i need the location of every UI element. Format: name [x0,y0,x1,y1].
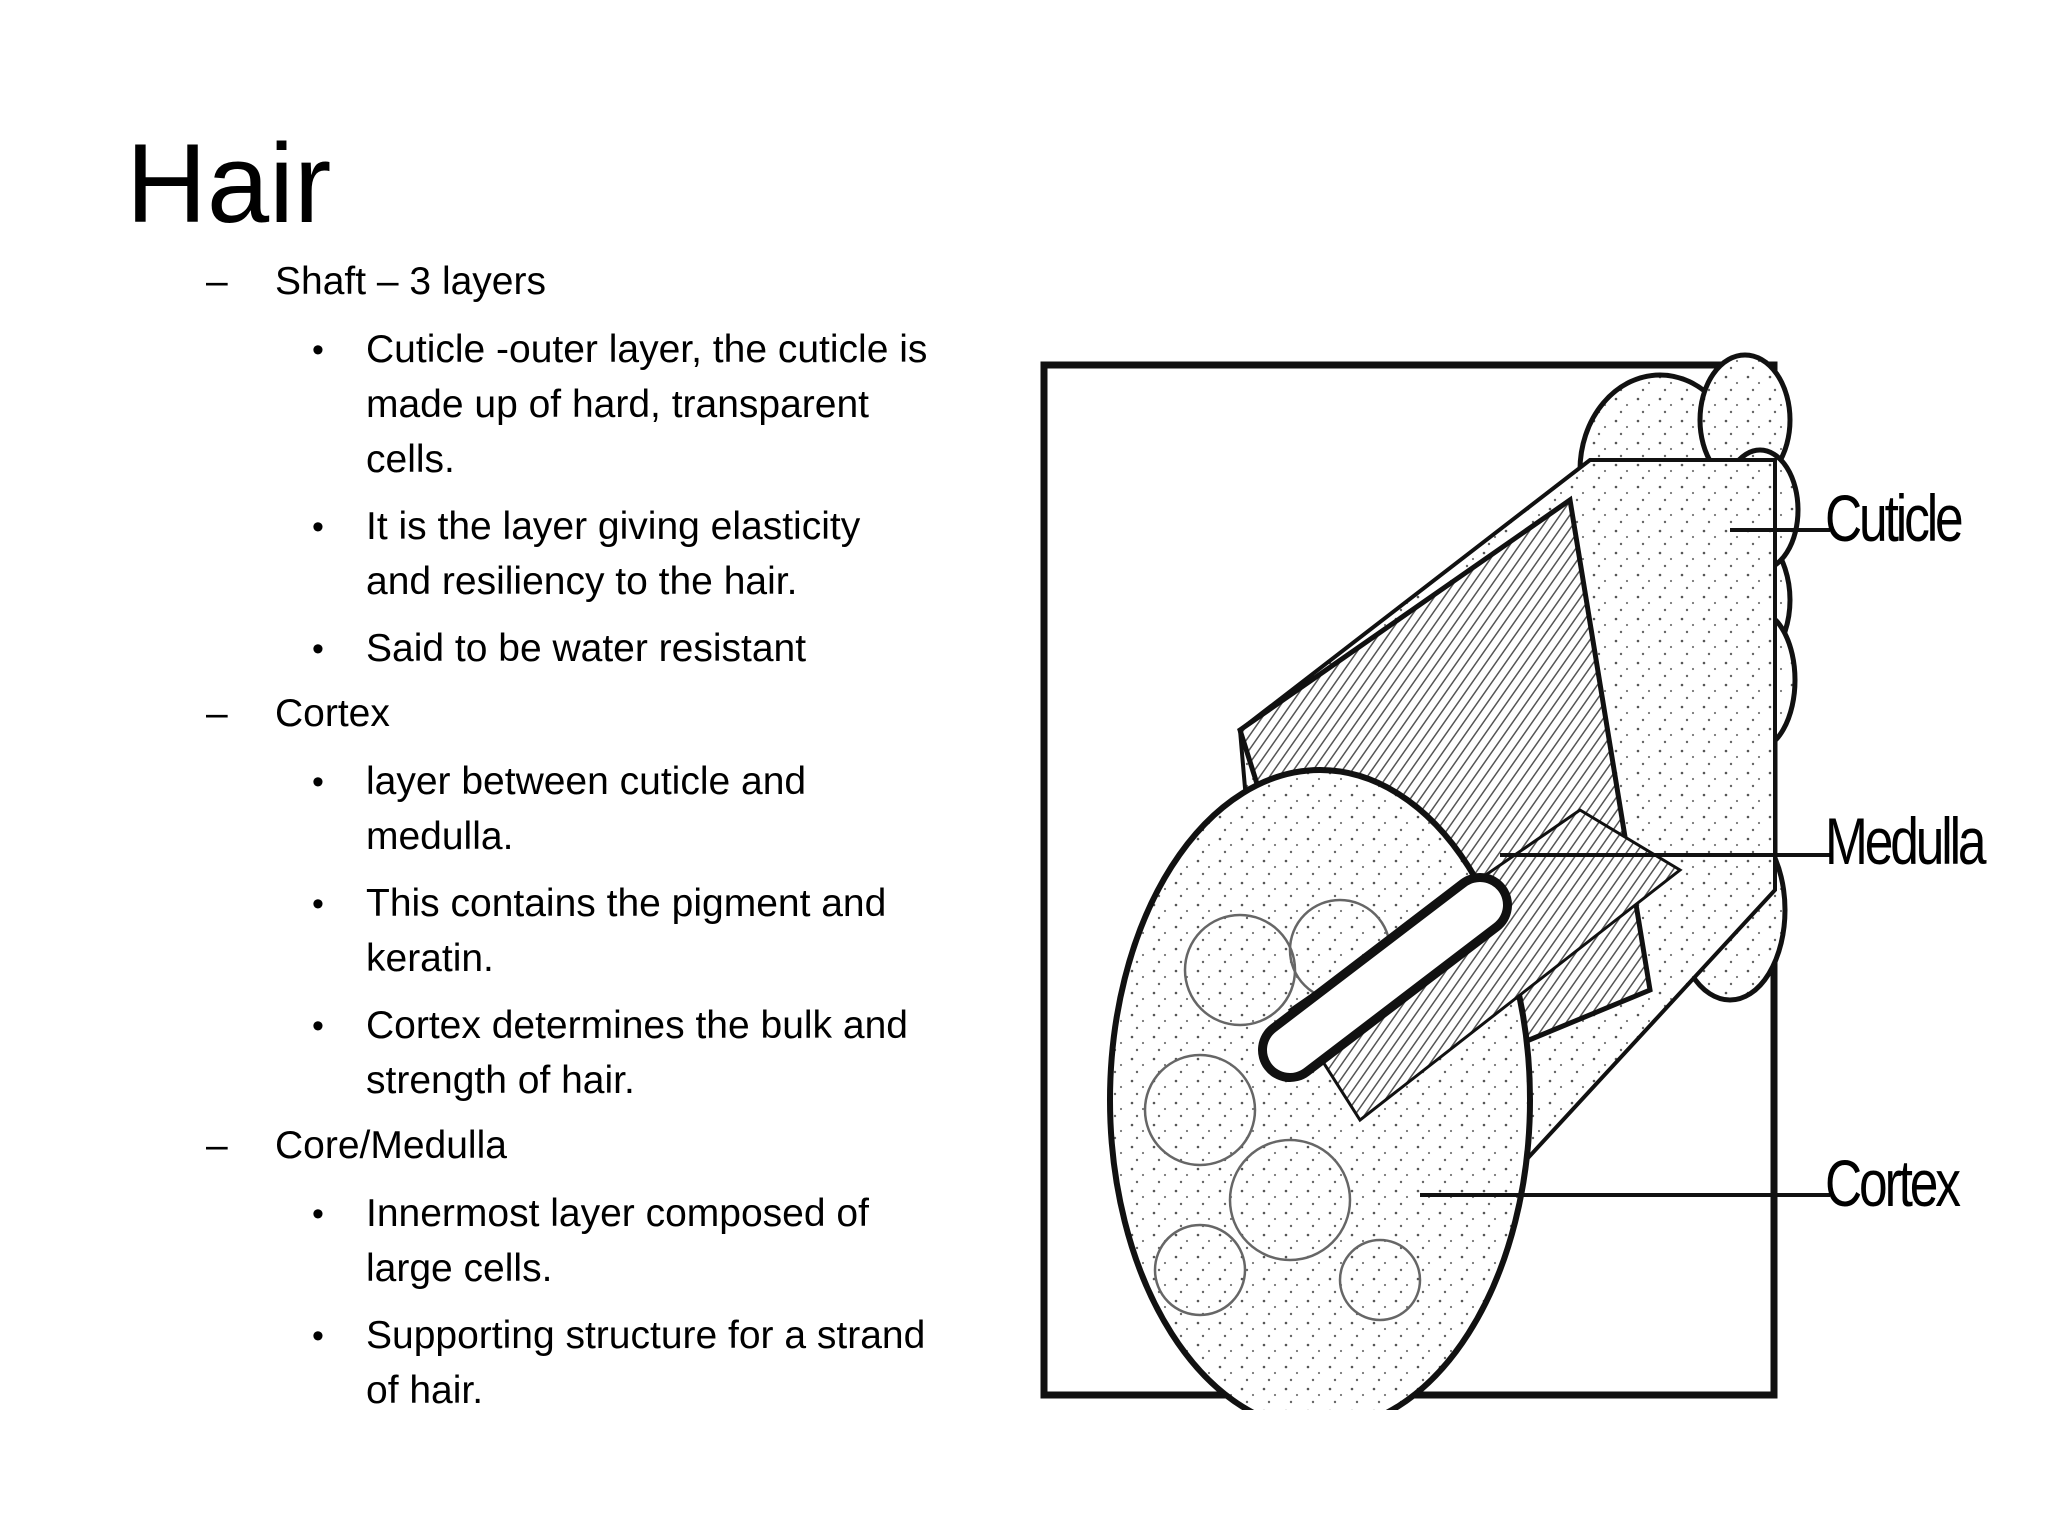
outline-heading-shaft: Shaft – 3 layers [275,260,546,303]
bullet-line: large cells. [366,1247,553,1290]
bullet-text: This contains the pigment and keratin. [366,876,1006,986]
outline-heading-cortex: Cortex [275,692,390,735]
slide-outline: – Shaft – 3 layers • Cuticle -outer laye… [0,0,1000,1536]
bullet-text: Cortex determines the bulk and strength … [366,998,1006,1108]
bullet-line: Innermost layer composed of [366,1192,869,1235]
bullet-text: layer between cuticle and medulla. [366,754,1006,864]
bullet-marker: • [312,331,324,369]
bullet-line: of hair. [366,1369,484,1412]
label-cortex: Cortex [1825,1146,1961,1220]
bullet-line: and resiliency to the hair. [366,560,798,603]
bullet-marker: • [312,1195,324,1233]
bullet-line: It is the layer giving elasticity [366,505,861,548]
label-cuticle: Cuticle [1825,481,1964,555]
slide-title: Hair [126,121,332,246]
dash-marker: – [206,692,228,735]
bullet-text: Innermost layer composed of large cells. [366,1186,1006,1296]
medulla-rod [1258,873,1512,1082]
bullet-marker: • [312,508,324,546]
cut-face [1107,767,1533,1433]
bullet-line: Supporting structure for a strand [366,1314,926,1357]
bullet-line: medulla. [366,815,514,858]
outline-heading-medulla: Core/Medulla [275,1124,507,1167]
bullet-text: Cuticle -outer layer, the cuticle is mad… [366,322,1006,487]
bullet-marker: • [312,763,324,801]
bullet-line: strength of hair. [366,1059,635,1102]
bullet-marker: • [312,1317,324,1355]
dash-marker: – [206,1124,228,1167]
bullet-line: Said to be water resistant [366,627,807,670]
bullet-line: keratin. [366,937,494,980]
bullet-text: Supporting structure for a strand of hai… [366,1308,1006,1418]
bullet-line: Cuticle -outer layer, the cuticle is [366,328,928,371]
bullet-line: layer between cuticle and [366,760,807,803]
bullet-line: Cortex determines the bulk and [366,1004,908,1047]
leader-lines [1420,528,1830,1197]
bullet-marker: • [312,885,324,923]
bullet-line: This contains the pigment and [366,882,887,925]
bullet-text: Said to be water resistant [366,621,1006,676]
hair-diagram-svg [1040,352,1830,1433]
dash-marker: – [206,260,228,303]
bullet-marker: • [312,1007,324,1045]
bullet-line: made up of hard, transparent [366,383,869,426]
bullet-marker: • [312,630,324,668]
label-medulla: Medulla [1825,804,1987,878]
hair-structure-diagram: Cuticle Medulla Cortex [1040,350,2020,1433]
bullet-line: cells. [366,438,455,481]
bullet-text: It is the layer giving elasticity and re… [366,499,1006,609]
